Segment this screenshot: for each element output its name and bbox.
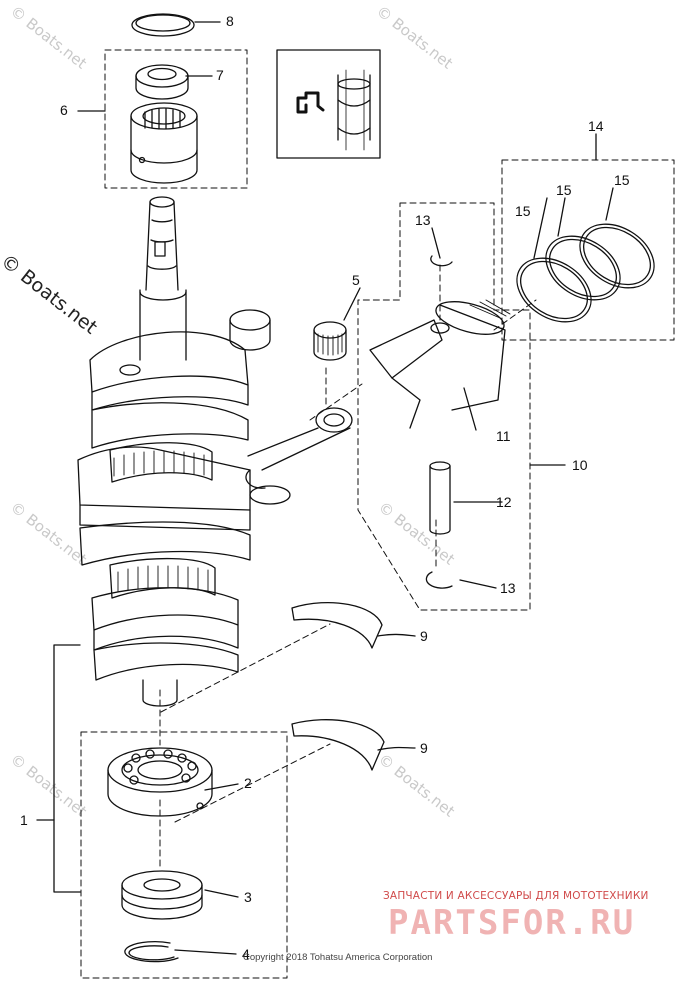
callout-2: 2 bbox=[244, 775, 252, 791]
callout-10: 10 bbox=[572, 457, 588, 473]
brand-tagline: ЗАПЧАСТИ И АКСЕССУАРЫ ДЛЯ МОТОТЕХНИКИ bbox=[383, 890, 649, 902]
callout-12: 12 bbox=[496, 494, 512, 510]
callout-9-lower: 9 bbox=[420, 740, 428, 756]
part-3-seal bbox=[121, 870, 203, 920]
part-9-thrust-washer-upper bbox=[291, 602, 383, 649]
part-13-circlip-bottom bbox=[425, 571, 453, 589]
callout-13-top: 13 bbox=[415, 212, 431, 228]
callout-11: 11 bbox=[496, 428, 511, 444]
callout-1: 1 bbox=[20, 812, 28, 828]
callout-6: 6 bbox=[60, 102, 68, 118]
part-13-circlip-top bbox=[430, 255, 453, 267]
bracket-1 bbox=[53, 644, 81, 893]
part-6-bearing bbox=[130, 102, 198, 184]
callout-8: 8 bbox=[226, 13, 234, 29]
callout-3: 3 bbox=[244, 889, 252, 905]
part-4-circlip bbox=[124, 941, 179, 963]
callout-14: 14 bbox=[588, 118, 604, 134]
group-box-14 bbox=[501, 159, 675, 341]
group-box-10 bbox=[357, 202, 531, 611]
part-11-piston bbox=[369, 299, 511, 429]
part-7-seal bbox=[135, 64, 189, 100]
part-12-piston-pin bbox=[429, 461, 451, 535]
part-2-ball-bearing bbox=[107, 747, 213, 817]
callout-15a: 15 bbox=[556, 182, 572, 198]
callout-7: 7 bbox=[216, 67, 224, 83]
part-9-thrust-washer-lower bbox=[291, 719, 385, 771]
brand-logo: PARTSFOR.RU bbox=[388, 903, 636, 943]
callout-13-bottom: 13 bbox=[500, 580, 516, 596]
part-15-rings bbox=[516, 223, 655, 323]
callout-4: 4 bbox=[242, 946, 250, 962]
part-crankshaft bbox=[77, 196, 291, 707]
callout-15c: 15 bbox=[515, 203, 531, 219]
callout-15b: 15 bbox=[614, 172, 630, 188]
part-5-needle-bearing bbox=[313, 321, 347, 361]
copyright-notice: Copyright 2018 Tohatsu America Corporati… bbox=[243, 952, 433, 963]
group-box-1 bbox=[80, 731, 288, 979]
part-8-circlip bbox=[131, 13, 195, 37]
callout-5: 5 bbox=[352, 272, 360, 288]
part-connecting-rod bbox=[245, 407, 353, 489]
group-box-6 bbox=[104, 49, 248, 189]
lubricate-symbol-box bbox=[276, 49, 381, 159]
callout-9-upper: 9 bbox=[420, 628, 428, 644]
